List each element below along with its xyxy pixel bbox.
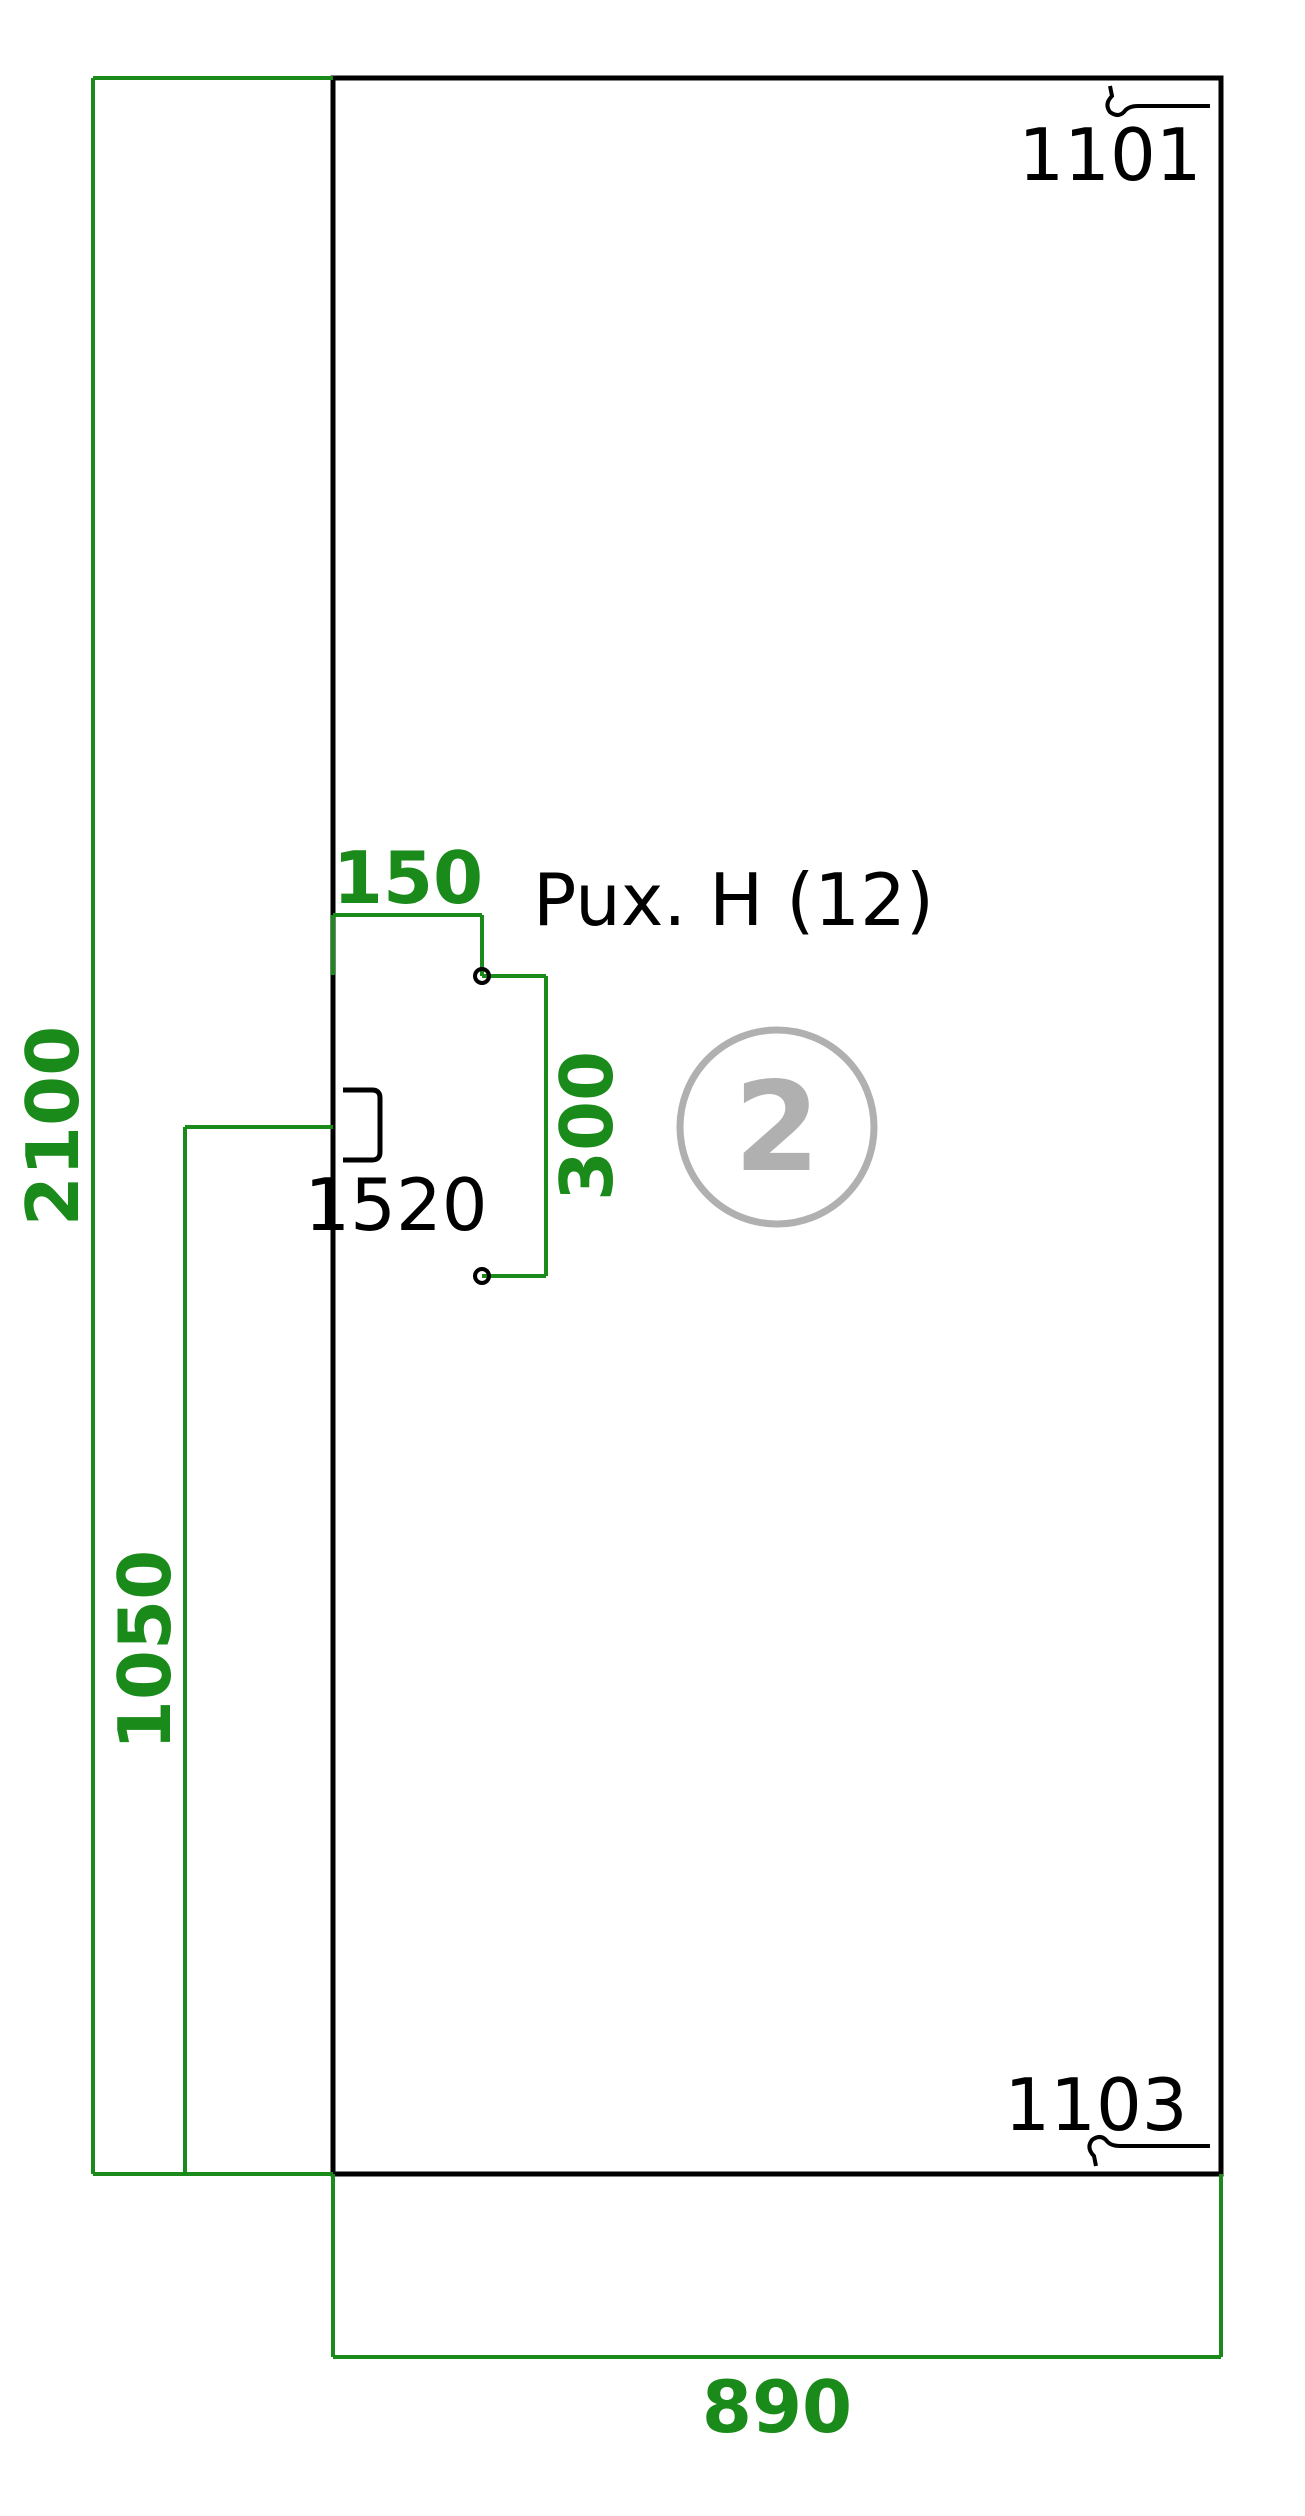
handle-offset-dimension <box>331 913 484 976</box>
edge-mark-bottom-icon <box>1087 2135 1210 2167</box>
edge-code-bottom: 1103 <box>1004 2063 1187 2147</box>
edge-mark-top-icon <box>1105 85 1210 117</box>
handle-height-dimension <box>183 1125 333 2174</box>
handle-length-dimension <box>482 974 548 1278</box>
edge-code-top: 1101 <box>1018 113 1201 197</box>
handle-hole-top-icon <box>473 967 491 985</box>
feature-code: 1520 <box>304 1163 487 1247</box>
handle-offset-dimension-label: 150 <box>333 836 483 920</box>
part-number-circle-icon <box>676 1026 878 1228</box>
width-dimension <box>331 2174 1223 2359</box>
part-number-label: 2 <box>734 1056 820 1200</box>
feature-bracket-icon <box>343 1087 383 1163</box>
handle-hole-bottom-icon <box>473 1267 491 1285</box>
height-dimension-label: 2100 <box>11 1026 95 1226</box>
width-dimension-label: 890 <box>702 2365 852 2449</box>
hardware-label: Pux. H (12) <box>533 858 934 942</box>
height-dimension <box>91 76 333 2176</box>
handle-height-dimension-label: 1050 <box>103 1550 187 1750</box>
handle-length-dimension-label: 300 <box>545 1051 629 1201</box>
